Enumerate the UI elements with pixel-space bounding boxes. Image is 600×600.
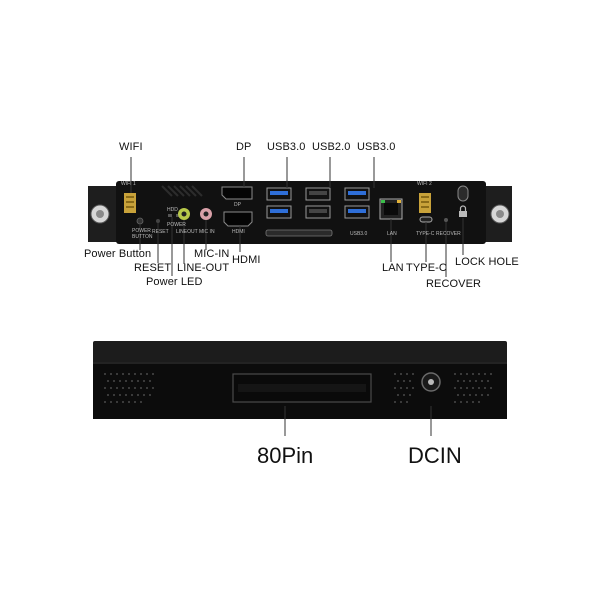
- callout-usb30-left: USB3.0: [267, 141, 306, 153]
- recover-hole-icon: [444, 218, 448, 222]
- callout-reset: RESET: [134, 262, 172, 274]
- front-panel-body: [116, 181, 486, 244]
- callout-hdmi: HDMI: [232, 254, 261, 266]
- silk-micin: MIC IN: [199, 229, 215, 235]
- vent-slits: [161, 185, 203, 197]
- callout-line-out: LINE-OUT: [177, 262, 230, 274]
- callout-usb30-right: USB3.0: [357, 141, 396, 153]
- dcin-jack-icon: [421, 372, 441, 392]
- callout-lan: LAN: [382, 262, 404, 274]
- card-slot: [265, 229, 333, 237]
- silk-dp: DP: [234, 202, 241, 208]
- silk-reset: RESET: [152, 229, 169, 235]
- callout-power-led: Power LED: [146, 276, 203, 288]
- silk-hdd: HDD: [167, 207, 178, 213]
- line-out-jack-icon: [178, 208, 190, 220]
- vent-grid-left: [104, 373, 154, 403]
- bottom-panel-top-strip: [93, 341, 507, 364]
- vent-grid-right: [394, 373, 492, 403]
- usb30-left-ports-icon: [266, 187, 292, 219]
- type-c-port-icon: [419, 216, 433, 223]
- callout-dcin: DCIN: [408, 443, 462, 468]
- power-button-icon: [136, 217, 144, 225]
- right-thumb-screw-icon: [490, 204, 510, 224]
- hdd-led-icon: [168, 214, 172, 217]
- silk-hdmi: HDMI: [232, 229, 245, 235]
- lan-port-icon: [379, 198, 403, 220]
- callout-type-c: TYPE-C: [406, 262, 447, 274]
- silk-lineout: LINEOUT: [176, 229, 198, 235]
- silk-power: POWER: [167, 222, 186, 228]
- silk-wifi1: WIFI 1: [121, 181, 136, 187]
- callout-usb20: USB2.0: [312, 141, 351, 153]
- power-led-icon: [176, 214, 180, 217]
- lock-hole-icon: [459, 205, 467, 217]
- hdmi-port-icon: [223, 211, 253, 227]
- silk-recover: RECOVER: [436, 231, 461, 237]
- callout-recover: RECOVER: [426, 278, 482, 290]
- callout-power-button: Power Button: [84, 248, 152, 260]
- silk-wifi2: WIFI 2: [417, 181, 432, 187]
- callout-lock-hole: LOCK HOLE: [455, 256, 519, 268]
- left-thumb-screw-icon: [90, 204, 110, 224]
- silk-lan: LAN: [387, 231, 397, 237]
- callout-dp: DP: [236, 141, 252, 153]
- usb20-ports-icon: [305, 187, 331, 219]
- silk-power-button: POWER BUTTON: [132, 228, 153, 240]
- callout-80pin: 80Pin: [257, 443, 314, 468]
- usb30-right-ports-icon: [344, 187, 370, 219]
- silk-typec: TYPE-C: [416, 231, 435, 237]
- callout-mic-in: MIC-IN: [194, 248, 230, 260]
- callout-wifi: WIFI: [119, 141, 143, 153]
- mic-in-jack-icon: [200, 208, 212, 220]
- silk-usb30: USB3.0: [350, 231, 368, 237]
- lock-slot-icon: [457, 185, 469, 202]
- reset-hole-icon: [156, 219, 160, 223]
- wifi-antenna-connector-left-icon: [124, 193, 136, 213]
- wifi-antenna-connector-right-icon: [419, 193, 431, 213]
- dp-port-icon: [221, 186, 253, 200]
